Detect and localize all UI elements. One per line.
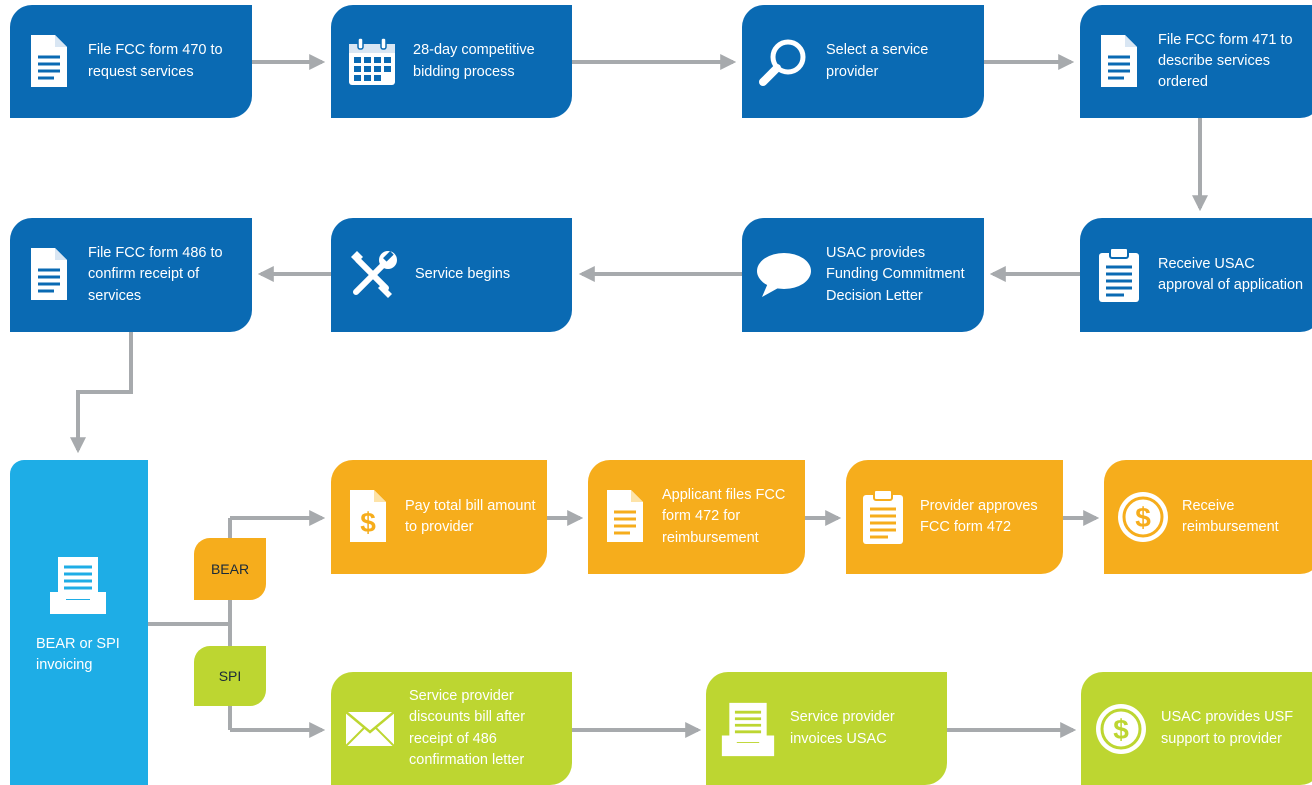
arrow-486-to-invoicing bbox=[70, 332, 133, 454]
document-icon bbox=[588, 488, 662, 546]
step-bear-or-spi-invoicing: BEAR or SPI invoicing bbox=[10, 460, 148, 785]
step-funding-commitment-letter: USAC provides Funding Commitment Decisio… bbox=[742, 218, 984, 332]
step-label: USAC provides USF support to provider bbox=[1161, 709, 1294, 747]
step-label: Provider approves FCC form 472 bbox=[920, 497, 1038, 535]
step-bidding-process: 28-day competitive bidding process bbox=[331, 5, 572, 118]
step-applicant-files-472: Applicant files FCC form 472 for reimbur… bbox=[588, 460, 805, 574]
inbox-tray-icon bbox=[48, 554, 108, 623]
step-label: Service provider invoices USAC bbox=[790, 709, 895, 747]
document-icon bbox=[10, 246, 88, 304]
speech-bubble-icon bbox=[742, 250, 826, 300]
svg-text:$: $ bbox=[1113, 714, 1129, 745]
step-label: Receive reimbursement bbox=[1182, 497, 1279, 535]
svg-text:$: $ bbox=[360, 507, 376, 538]
step-provider-discounts-bill: Service provider discounts bill after re… bbox=[331, 672, 572, 785]
step-label: Applicant files FCC form 472 for reimbur… bbox=[662, 487, 786, 546]
svg-text:$: $ bbox=[1135, 502, 1151, 533]
step-label: Select a service provider bbox=[826, 42, 929, 80]
step-receive-reimbursement: $ Receive reimbursement bbox=[1104, 460, 1312, 574]
step-receive-usac-approval: Receive USAC approval of application bbox=[1080, 218, 1312, 332]
magnifier-icon bbox=[742, 35, 826, 89]
document-icon bbox=[10, 33, 88, 91]
step-file-form-471: File FCC form 471 to describe services o… bbox=[1080, 5, 1312, 118]
step-service-begins: Service begins bbox=[331, 218, 572, 332]
step-usac-provides-usf-support: $ USAC provides USF support to provider bbox=[1081, 672, 1312, 785]
step-label: File FCC form 471 to describe services o… bbox=[1158, 31, 1293, 90]
step-label: File FCC form 470 to request services bbox=[88, 42, 223, 80]
step-label: Receive USAC approval of application bbox=[1158, 255, 1304, 293]
document-icon bbox=[1080, 33, 1158, 91]
step-provider-invoices-usac: Service provider invoices USAC bbox=[706, 672, 947, 785]
step-label: File FCC form 486 to confirm receipt of … bbox=[88, 245, 223, 304]
step-label: Service provider discounts bill after re… bbox=[409, 688, 526, 768]
step-label: BEAR or SPI invoicing bbox=[36, 636, 120, 674]
step-label: 28-day competitive bidding process bbox=[413, 42, 535, 80]
inbox-tray-icon bbox=[706, 700, 790, 758]
envelope-icon bbox=[331, 710, 409, 748]
step-provider-approves-472: Provider approves FCC form 472 bbox=[846, 460, 1063, 574]
step-file-form-470: File FCC form 470 to request services bbox=[10, 5, 252, 118]
step-pay-total-bill: $ Pay total bill amount to provider bbox=[331, 460, 547, 574]
tools-icon bbox=[331, 248, 415, 302]
step-select-provider: Select a service provider bbox=[742, 5, 984, 118]
dollar-coin-icon: $ bbox=[1081, 701, 1161, 757]
calendar-icon bbox=[331, 36, 413, 88]
branch-tag-spi: SPI bbox=[194, 646, 266, 706]
branch-tag-bear: BEAR bbox=[194, 538, 266, 600]
step-label: Service begins bbox=[415, 266, 511, 283]
step-label: Pay total bill amount to provider bbox=[405, 497, 536, 535]
dollar-document-icon: $ bbox=[331, 488, 405, 546]
step-label: USAC provides Funding Commitment Decisio… bbox=[826, 245, 965, 304]
clipboard-icon bbox=[846, 488, 920, 546]
clipboard-icon bbox=[1080, 246, 1158, 304]
dollar-coin-icon: $ bbox=[1104, 489, 1182, 545]
step-file-form-486: File FCC form 486 to confirm receipt of … bbox=[10, 218, 252, 332]
